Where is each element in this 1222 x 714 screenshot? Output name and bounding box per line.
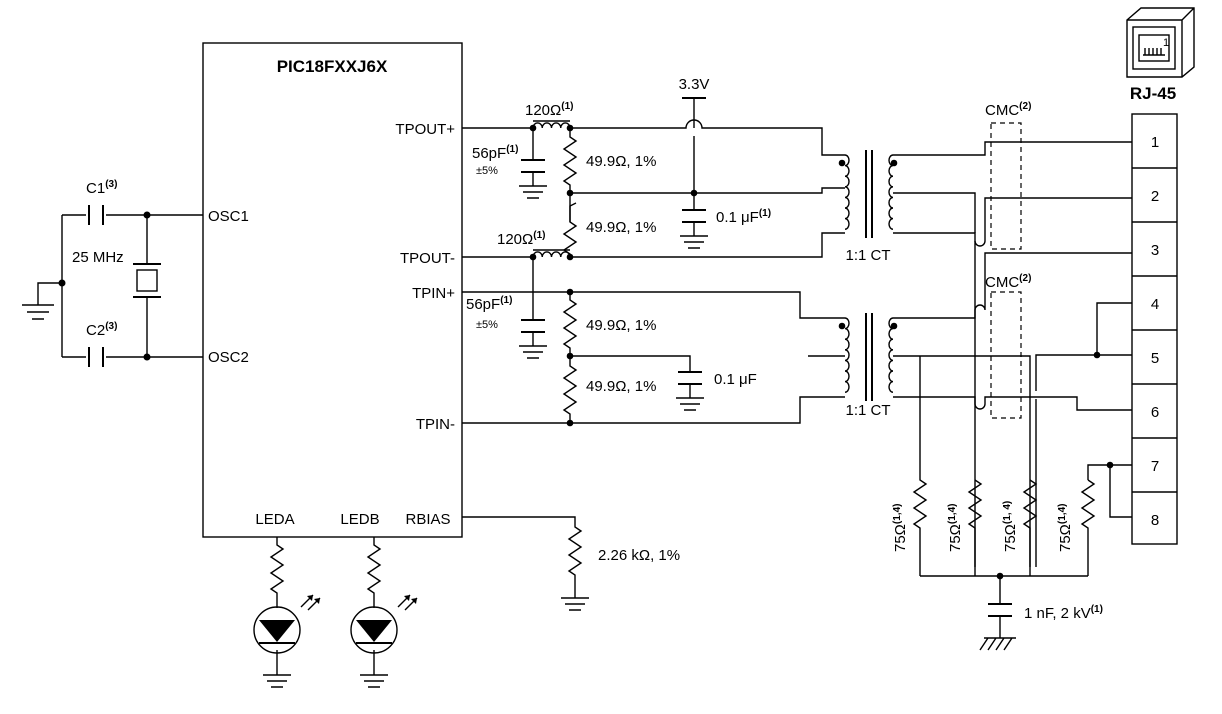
c1-label: C1(3) [86,179,117,197]
resistor-49r9-1-label: 49.9Ω, 1% [586,153,656,170]
cap-01uf-top-label: 0.1 μF(1) [716,208,771,226]
pin-label-leda: LEDA [255,511,294,528]
cap-56pf-bottom-tolerance: ±5% [476,319,498,331]
rbias-network: 2.26 kΩ, 1% [462,516,680,611]
led-b-circuit [350,537,418,688]
microcontroller-chip: PIC18FXXJ6X OSC1 OSC2 TPOUT+ TPOUT- TPIN… [202,42,463,538]
term-res-3-label: 75Ω(1, 4) [1002,501,1019,552]
resistor-49r9-2-label: 49.9Ω, 1% [586,219,656,236]
term-res-1-label: 75Ω(1,4) [892,504,909,552]
resistor-49r9-4-label: 49.9Ω, 1% [586,378,656,395]
hv-cap-label: 1 nF, 2 kV(1) [1024,604,1103,622]
secondary-wiring: CMC(2) CMC(2) [893,101,1132,567]
c2-label: C2(3) [86,321,117,339]
rj45-pin-8: 8 [1151,512,1159,529]
cap-56pf-bottom-label: 56pF(1) [466,295,512,313]
rj45-icon-pin-number: 1 [1163,37,1169,49]
transformer-top-ratio: 1:1 CT [845,247,890,264]
cmc-bottom-label: CMC(2) [985,273,1031,291]
rj45-pin-1: 1 [1151,134,1159,151]
pin-label-osc1: OSC1 [208,208,249,225]
rj45-pin-4: 4 [1151,296,1159,313]
rj45-pin-7: 7 [1151,458,1159,475]
supply-3v3-label: 3.3V [679,76,710,93]
rbias-resistor-label: 2.26 kΩ, 1% [598,547,680,564]
pin-label-osc2: OSC2 [208,349,249,366]
transformer-top: 1:1 CT [838,150,898,264]
pin-label-tpin-minus: TPIN- [416,416,455,433]
rj45-pin-5: 5 [1151,350,1159,367]
transformer-bottom-ratio: 1:1 CT [845,402,890,419]
tpout-network: 3.3V 120Ω(1) 120Ω(1) 56pF(1) ±5% 49.9Ω, … [462,76,845,261]
cmc-top-label: CMC(2) [985,101,1031,119]
rj45-pin-3: 3 [1151,242,1159,259]
pin-label-tpout-minus: TPOUT- [400,250,455,267]
pin-label-tpin-plus: TPIN+ [412,285,455,302]
resistor-49r9-3-label: 49.9Ω, 1% [586,317,656,334]
ferrite-bottom-label: 120Ω(1) [497,230,545,248]
rj45-pin-2: 2 [1151,188,1159,205]
pin-label-rbias: RBIAS [405,511,450,528]
tpin-network: 56pF(1) ±5% 49.9Ω, 1% 49.9Ω, 1% 0.1 μF [462,257,845,427]
pin-label-tpout-plus: TPOUT+ [395,121,455,138]
termination-resistors: 75Ω(1,4) 75Ω(1,4) 75Ω(1, 4) 75Ω(1,4) 1 n… [892,356,1103,651]
rj45-jack-icon: 1 [1126,7,1195,78]
cap-56pf-top-tolerance: ±5% [476,165,498,177]
led-b-light-icon [397,594,418,611]
led-a-circuit [253,537,321,688]
cap-01uf-bottom-label: 0.1 μF [714,371,757,388]
transformer-bottom: 1:1 CT [838,313,898,419]
rj45-pin-6: 6 [1151,404,1159,421]
crystal-frequency-label: 25 MHz [72,249,124,266]
rj45-connector: 1 RJ-45 1 2 3 4 5 6 7 8 [1126,7,1195,545]
cap-56pf-top-label: 56pF(1) [472,144,518,162]
chip-name: PIC18FXXJ6X [277,57,388,76]
rj45-label: RJ-45 [1130,84,1176,103]
ferrite-top-label: 120Ω(1) [525,101,573,119]
term-res-4-label: 75Ω(1,4) [1057,504,1074,552]
crystal-oscillator-circuit: C1(3) C2(3) 25 MHz [22,179,203,367]
led-a-light-icon [300,594,321,611]
pin-label-ledb: LEDB [340,511,379,528]
term-res-2-label: 75Ω(1,4) [947,504,964,552]
